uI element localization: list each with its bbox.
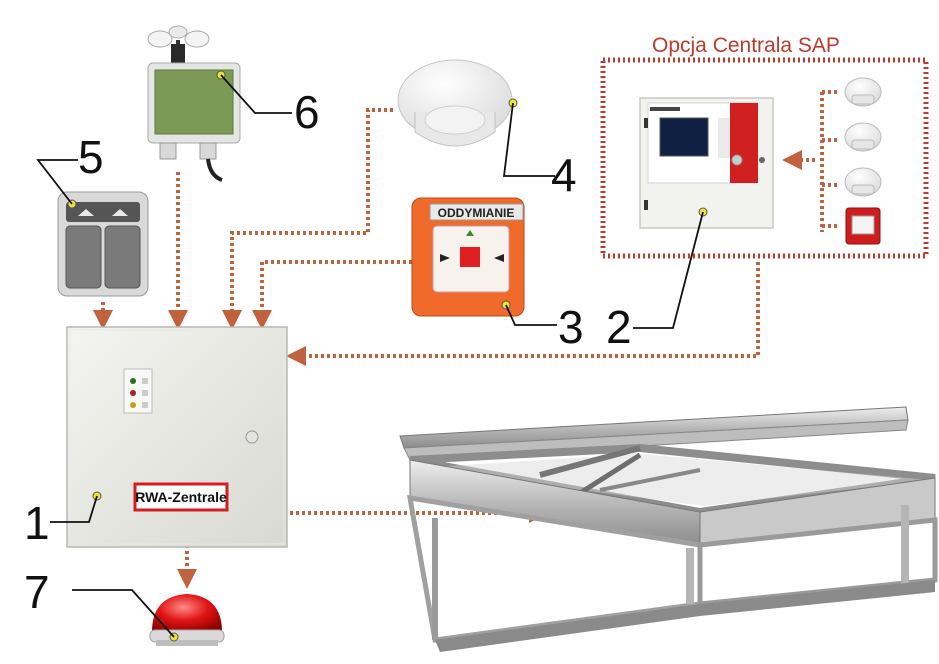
leader-6 [220,74,292,114]
switch-icon [66,202,140,222]
link-detector-to-panel [222,108,393,330]
device-number-4: 4 [551,149,577,201]
leader-5 [36,159,78,205]
rwa-control-panel: RWA-Zentrale 1 [24,326,288,549]
call-point-label-plate [429,203,524,221]
sap-option-group: Opcja Centrala SAP [600,34,929,259]
device-number-1: 1 [24,497,50,549]
signal-beacon: 7 [24,566,225,646]
beacon-icon [152,594,222,632]
call-point-icon [460,247,480,267]
link-sap-to-panel [286,262,760,366]
device-number-7: 7 [24,566,50,618]
leader-1 [50,495,98,523]
sap-smoke-detector-1 [844,77,882,107]
rwa-label-plate [133,482,229,512]
leader-3 [505,304,557,326]
rain-sensor-plate [154,69,234,135]
sap-control-panel [639,97,774,229]
rwa-led-3 [130,402,136,408]
anemometer-icon [147,25,210,64]
sap-panel-callout: 2 [606,207,708,353]
call-point-label: ODDYMIANIE [438,206,515,220]
sap-smoke-detector-3 [844,167,882,197]
sap-manual-call-point [845,207,881,245]
device-number-3: 3 [558,301,584,353]
sap-option-frame [600,57,929,259]
leader-7 [72,589,175,638]
weather-station: 6 [147,25,320,182]
rwa-label: RWA-Zentrale [135,489,227,505]
leader-2 [633,211,704,329]
rwa-lock-icon [245,430,259,444]
rwa-led-1 [130,378,136,384]
leader-4 [502,102,555,177]
skylight-icon [399,406,938,652]
sap-smoke-detector-2 [844,122,882,152]
link-callpoint-to-panel [252,260,412,330]
smoke-detector: 4 [397,59,577,201]
sap-detectors [844,77,882,245]
manual-call-point: ODDYMIANIE 3 [411,197,584,353]
device-number-5: 5 [78,131,104,183]
sap-option-title: Opcja Centrala SAP [652,34,840,57]
rwa-led-2 [130,390,136,396]
link-sap-detectors [820,90,840,232]
device-number-2: 2 [606,301,632,353]
device-number-6: 6 [294,86,320,138]
vent-switch: 5 [36,131,149,297]
